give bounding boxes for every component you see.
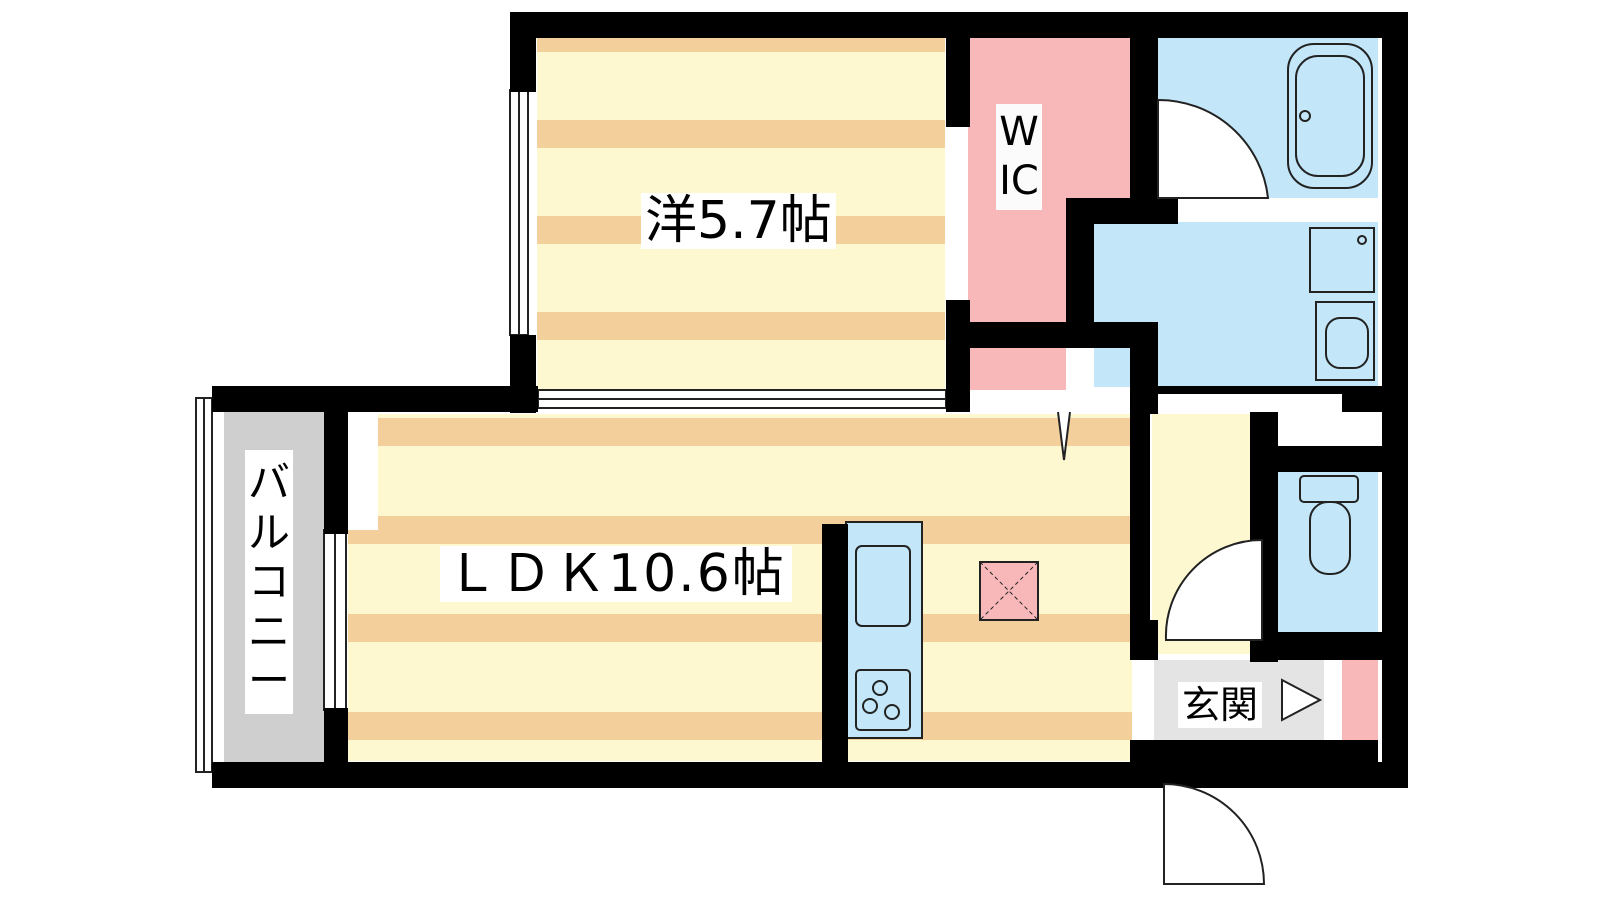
ldk-label: ＬＤＫ10.6帖 <box>440 546 792 602</box>
washbasin-icon <box>1309 227 1375 293</box>
ldk-floor-lower <box>348 530 388 761</box>
wic-label: WIC <box>996 104 1042 210</box>
burner-icon <box>884 704 900 720</box>
toilet-icon <box>1299 475 1359 503</box>
burner-icon <box>872 680 888 696</box>
window <box>195 89 947 773</box>
cooktop <box>855 669 911 731</box>
burner-icon <box>862 698 878 714</box>
fridge-space <box>979 561 1039 621</box>
western-room-label: 洋5.7帖 <box>641 193 836 249</box>
door <box>1057 98 1323 885</box>
walls <box>212 12 1408 788</box>
kitchen-sink <box>855 545 911 627</box>
bathtub-icon <box>1287 43 1373 189</box>
wic-closet-lower <box>968 348 1066 390</box>
balcony-label: バルコニー <box>245 450 293 714</box>
entrance-label: 玄関 <box>1178 682 1263 728</box>
